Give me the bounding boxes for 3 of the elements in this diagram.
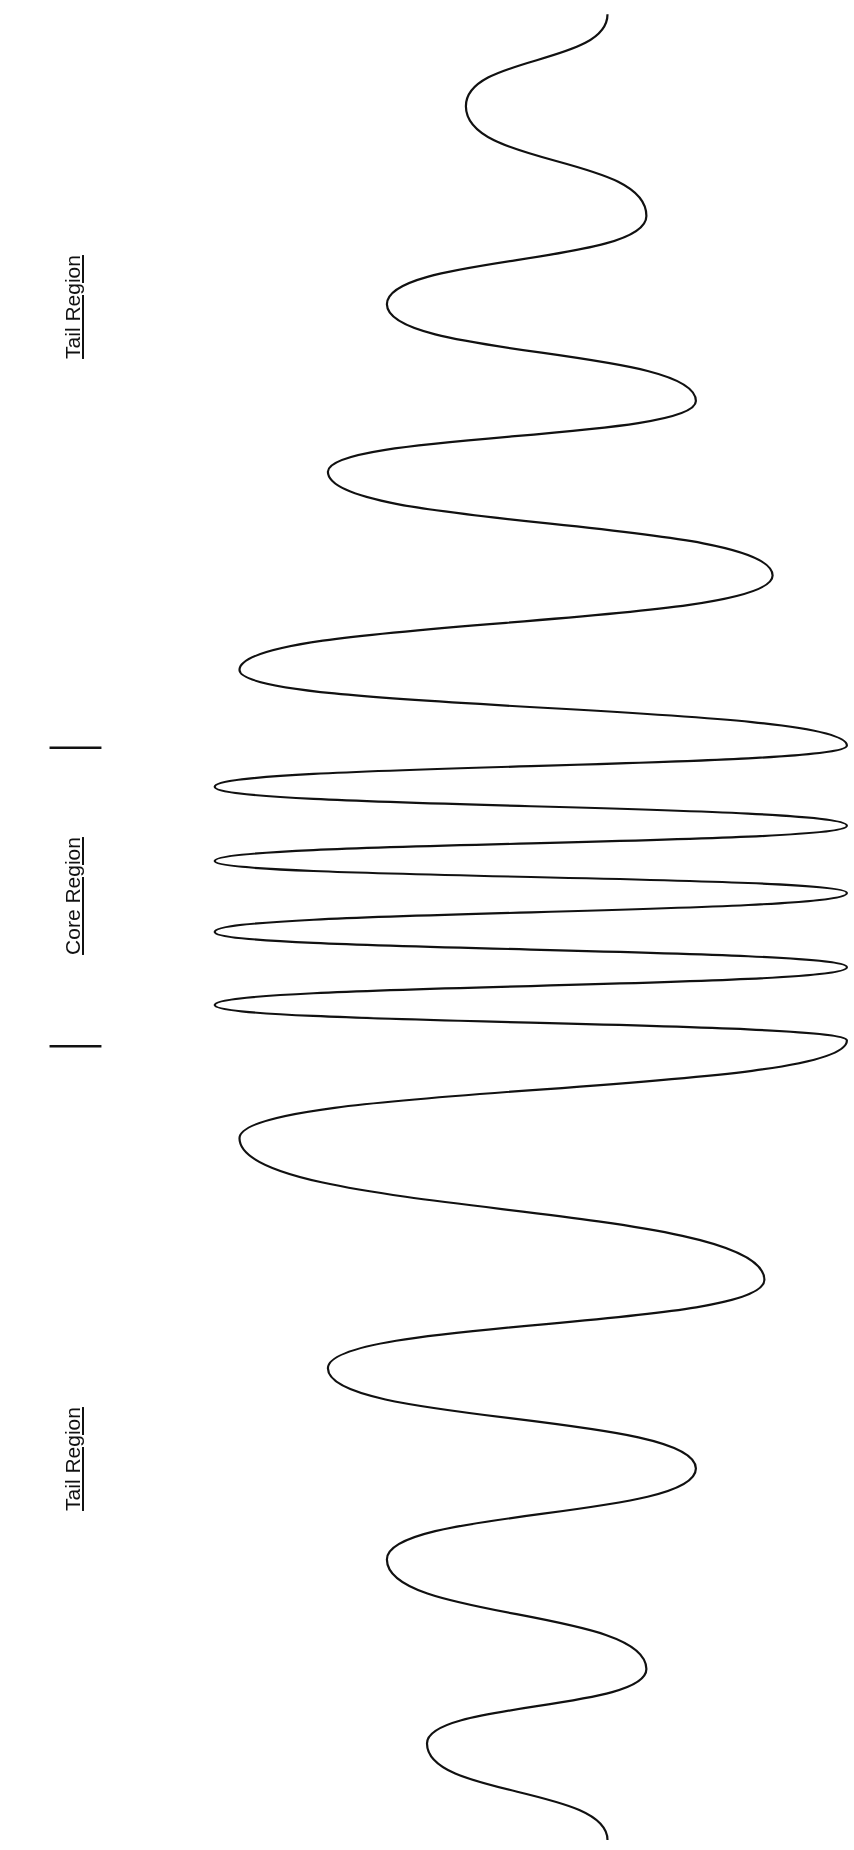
region-label: Tail Region: [61, 1407, 86, 1512]
region-label: Tail Region: [61, 254, 86, 359]
region-label: Core Region: [61, 837, 86, 956]
